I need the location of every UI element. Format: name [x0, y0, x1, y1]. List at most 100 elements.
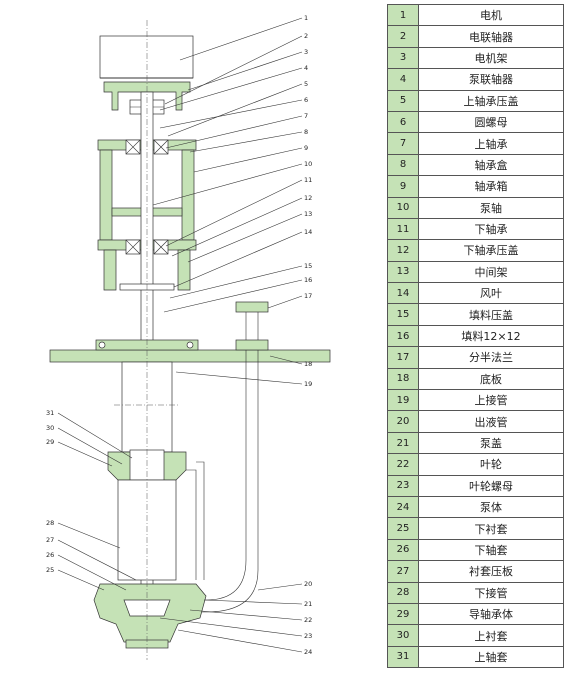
legend-part-number: 12 — [387, 239, 419, 262]
legend-part-number: 26 — [387, 538, 419, 562]
callout-8: 8 — [304, 128, 308, 136]
legend-part-number: 1 — [387, 3, 419, 27]
callout-28: 28 — [46, 519, 54, 527]
callout-22: 22 — [304, 616, 312, 624]
callout-14: 14 — [304, 228, 312, 236]
left-callouts: 31 30 29 28 27 26 25 — [46, 409, 54, 574]
callout-31: 31 — [46, 409, 54, 417]
legend-part-name: 导轴承体 — [418, 602, 564, 626]
legend-part-name: 下轴承 — [418, 217, 564, 241]
callout-7: 7 — [304, 112, 308, 120]
legend-part-name: 泵轴 — [418, 196, 564, 219]
split-flange — [235, 301, 269, 351]
callout-3: 3 — [304, 48, 308, 56]
legend-part-name: 中间架 — [418, 260, 564, 284]
legend-part-name: 上轴承压盖 — [418, 89, 564, 112]
legend-part-name: 电联轴器 — [418, 25, 564, 48]
legend-part-number: 8 — [387, 153, 419, 177]
legend-part-number: 5 — [387, 89, 419, 112]
legend-part-number: 11 — [387, 217, 419, 241]
legend-part-name: 分半法兰 — [418, 346, 564, 369]
legend-part-name: 上轴套 — [418, 645, 564, 669]
callout-4: 4 — [304, 64, 308, 72]
legend-part-number: 28 — [387, 581, 419, 604]
legend-part-number: 31 — [387, 645, 419, 669]
legend-part-number: 6 — [387, 110, 419, 134]
motor — [99, 35, 194, 79]
legend-part-name: 叶轮螺母 — [418, 474, 564, 497]
callout-16: 16 — [304, 276, 312, 284]
lower-bearing — [125, 239, 169, 255]
callout-21: 21 — [304, 600, 312, 608]
callout-29: 29 — [46, 438, 54, 446]
legend-part-name: 电机 — [418, 3, 564, 27]
callout-24: 24 — [304, 648, 312, 656]
left-leader-lines — [57, 412, 137, 591]
legend-part-name: 轴承箱 — [418, 175, 564, 198]
legend-part-number: 9 — [387, 175, 419, 198]
callout-2: 2 — [304, 32, 308, 40]
callout-30: 30 — [46, 424, 54, 432]
legend-part-number: 27 — [387, 560, 419, 583]
legend-part-number: 30 — [387, 624, 419, 647]
legend-part-number: 22 — [387, 453, 419, 476]
legend-part-name: 电机架 — [418, 46, 564, 70]
legend-part-number: 19 — [387, 389, 419, 412]
legend-part-number: 7 — [387, 132, 419, 155]
legend-part-number: 14 — [387, 282, 419, 305]
callout-23: 23 — [304, 632, 312, 640]
callout-6: 6 — [304, 96, 308, 104]
callout-26: 26 — [46, 551, 54, 559]
callout-20: 20 — [304, 580, 312, 588]
legend-part-name: 泵体 — [418, 495, 564, 519]
legend-part-number: 24 — [387, 495, 419, 519]
callout-10: 10 — [304, 160, 312, 168]
pump-cross-section-drawing: 1 2 3 4 5 6 7 8 9 10 11 12 13 14 15 16 1… — [46, 14, 331, 660]
callout-18: 18 — [304, 360, 312, 368]
callout-1: 1 — [304, 14, 308, 22]
legend-part-number: 23 — [387, 474, 419, 497]
legend-part-number: 20 — [387, 410, 419, 433]
right-leader-lines — [152, 17, 303, 653]
legend-part-number: 25 — [387, 517, 419, 540]
legend-part-name: 泵盖 — [418, 431, 564, 455]
legend-part-number: 13 — [387, 260, 419, 284]
callout-25: 25 — [46, 566, 54, 574]
callout-11: 11 — [304, 176, 312, 184]
legend-part-number: 16 — [387, 324, 419, 348]
callout-5: 5 — [304, 80, 308, 88]
legend-part-name: 下接管 — [418, 581, 564, 604]
callout-9: 9 — [304, 144, 308, 152]
legend-part-number: 2 — [387, 25, 419, 48]
legend-part-name: 下衬套 — [418, 517, 564, 540]
base-plate — [49, 339, 331, 363]
callout-13: 13 — [304, 210, 312, 218]
callout-19: 19 — [304, 380, 312, 388]
legend-part-name: 上接管 — [418, 389, 564, 412]
callout-12: 12 — [304, 194, 312, 202]
legend-part-number: 10 — [387, 196, 419, 219]
legend-part-name: 衬套压板 — [418, 560, 564, 583]
